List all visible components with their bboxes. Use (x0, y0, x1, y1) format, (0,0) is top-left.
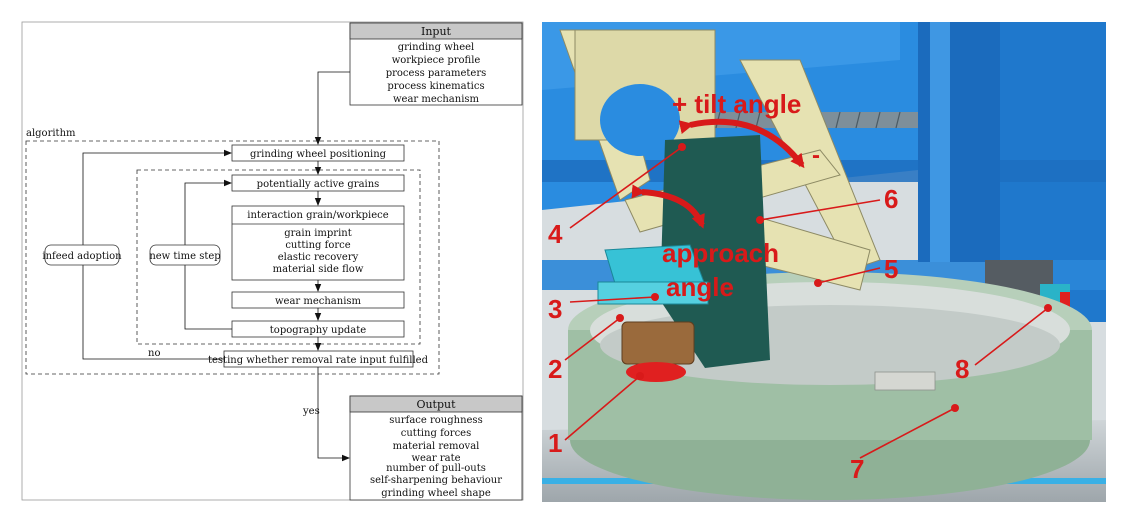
topography-text: topography update (270, 325, 366, 336)
positioning-text: grinding wheel positioning (250, 149, 387, 160)
flowchart: Input grinding wheel workpiece profile p… (21, 21, 524, 501)
time-step-box (149, 244, 221, 266)
output-title: Output (416, 398, 456, 411)
part-number-5: 5 (884, 254, 898, 284)
part-number-4: 4 (548, 219, 563, 249)
infeed-text: infeed adoption (42, 251, 122, 262)
algorithm-frame (25, 140, 440, 375)
input-item: workpiece profile (392, 55, 481, 66)
approach-angle-arrow (631, 184, 705, 229)
output-item: surface roughness (389, 415, 482, 426)
flowchart-frame (21, 21, 524, 501)
time-step-text: new time step (149, 251, 220, 262)
leader-dots (616, 143, 1052, 412)
interaction-item: cutting force (285, 240, 350, 251)
input-item: wear mechanism (393, 94, 480, 105)
approach-label: approach (662, 238, 779, 268)
grinding-wheel (626, 362, 686, 382)
interaction-item: grain imprint (284, 228, 351, 239)
part-number-1: 1 (548, 428, 562, 458)
spindle-column-highlight (930, 22, 950, 262)
part-number-3: 3 (548, 294, 562, 324)
output-item: material removal (393, 441, 480, 452)
input-box: Input grinding wheel workpiece profile p… (349, 22, 523, 106)
output-item: wear rate (411, 453, 460, 464)
part-number-2: 2 (548, 354, 562, 384)
interaction-item: material side flow (273, 264, 364, 275)
wear-text: wear mechanism (275, 296, 362, 307)
input-title: Input (421, 25, 452, 38)
part-number-8: 8 (955, 354, 969, 384)
back-plate-hole (600, 84, 680, 156)
arrow-input-to-positioning (314, 71, 350, 145)
sensor-red (1060, 292, 1070, 314)
interaction-box: interaction grain/workpiece grain imprin… (231, 205, 405, 281)
output-box: Output surface roughness cutting forces … (349, 395, 523, 501)
time-step-frame (136, 169, 421, 345)
algorithm-label: algorithm (26, 128, 76, 139)
machine-render: + tilt angle - approach angle 1 2 3 4 5 … (542, 22, 1106, 502)
input-item: process kinematics (387, 81, 484, 92)
leader-lines (564, 146, 1049, 459)
tilt-angle-label: + tilt angle (672, 89, 801, 119)
tilt-angle-arrow (678, 118, 805, 169)
input-item: grinding wheel (398, 42, 474, 53)
part-number-6: 6 (884, 184, 898, 214)
approach-angle-label: angle (666, 272, 734, 302)
wheel-flange (621, 321, 695, 365)
part-number-7: 7 (850, 454, 864, 484)
output-item: cutting forces (401, 428, 471, 439)
output-item: grinding wheel shape (381, 488, 491, 499)
active-grains-text: potentially active grains (257, 179, 380, 190)
testing-text: testing whether removal rate input fulfi… (208, 355, 429, 366)
output-item: number of pull-outs (386, 463, 486, 474)
yes-label: yes (302, 406, 320, 417)
interaction-item: elastic recovery (278, 252, 359, 263)
arrow-to-output (317, 367, 350, 462)
no-label: no (148, 348, 160, 359)
interaction-title: interaction grain/workpiece (247, 210, 388, 221)
infeed-box (44, 244, 120, 266)
input-item: process parameters (386, 68, 487, 79)
tilt-minus-label: - (812, 142, 820, 169)
output-item: self-sharpening behaviour (370, 475, 502, 486)
workpiece-clamp (874, 371, 936, 391)
